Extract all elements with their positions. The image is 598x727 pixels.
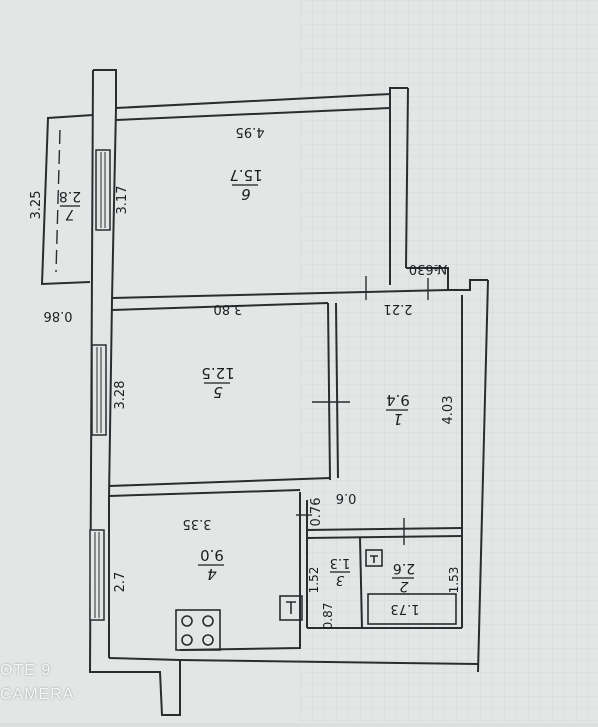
dim-n630: №630 bbox=[409, 261, 447, 276]
room-3-number: 3 bbox=[336, 572, 344, 587]
dim-3-80: 3.80 bbox=[214, 301, 243, 316]
dim-0-87: 0.87 bbox=[321, 603, 335, 630]
dim-3-35: 3.35 bbox=[183, 516, 212, 531]
dim-3-25: 3.25 bbox=[29, 191, 44, 220]
dim-1-73: 1.73 bbox=[391, 601, 420, 616]
dim-3-28: 3.28 bbox=[113, 381, 128, 410]
room-labels: 6 15.7 5 12.5 1 9.4 4 9.0 2 2.6 3 1.3 bbox=[59, 166, 415, 594]
room-2-area: 2.6 bbox=[393, 560, 415, 576]
room-6-number: 6 bbox=[241, 185, 251, 203]
room-7-number: 7 bbox=[65, 206, 74, 222]
watermark-line-1: OTE 9 bbox=[0, 662, 52, 679]
dim-1-53: 1.53 bbox=[447, 567, 461, 594]
sink bbox=[279, 595, 303, 621]
dim-2-7: 2.7 bbox=[113, 572, 128, 593]
dim-0-86: 0.86 bbox=[44, 308, 73, 323]
room-5-area: 12.5 bbox=[201, 364, 234, 382]
dimension-labels: 4.95 3.17 3.25 0.86 3.80 2.21 №630 3.28 … bbox=[29, 124, 461, 629]
bathtub bbox=[365, 549, 457, 625]
room-7-area: 2.8 bbox=[59, 188, 81, 204]
room-1-area: 9.4 bbox=[386, 391, 410, 409]
dim-0-76: 0.76 bbox=[309, 498, 324, 527]
dim-4-03: 4.03 bbox=[441, 396, 456, 425]
room-2-number: 2 bbox=[399, 578, 408, 594]
windows bbox=[89, 149, 111, 621]
dim-3-17: 3.17 bbox=[115, 186, 130, 215]
watermark-line-2: CAMERA bbox=[0, 686, 75, 703]
door-marks bbox=[296, 276, 429, 545]
dim-1-52: 1.52 bbox=[307, 567, 321, 594]
dim-2-21: 2.21 bbox=[384, 301, 413, 316]
room-3-area: 1.3 bbox=[330, 555, 351, 570]
dim-0-6: 0.6 bbox=[336, 490, 357, 505]
graph-paper bbox=[300, 0, 598, 723]
room-1-number: 1 bbox=[393, 410, 403, 428]
room-5-number: 5 bbox=[213, 383, 223, 401]
stove bbox=[175, 609, 221, 651]
room-4-number: 4 bbox=[207, 565, 217, 583]
dim-4-95: 4.95 bbox=[236, 124, 265, 139]
room-4-area: 9.0 bbox=[200, 546, 224, 564]
room-6-area: 15.7 bbox=[229, 166, 262, 184]
walls bbox=[40, 69, 489, 716]
